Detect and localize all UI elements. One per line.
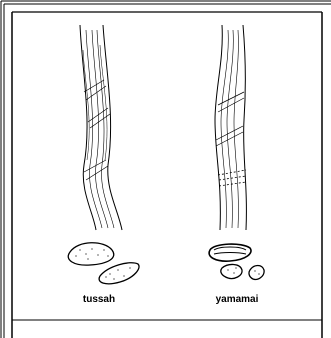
tussah-label: tussah	[83, 294, 115, 305]
yamamai-fiber-longitudinal	[215, 25, 246, 230]
tussah-cross-sections	[68, 243, 139, 284]
yamamai-label: yamamai	[216, 294, 259, 305]
yamamai-cross-sections	[209, 244, 264, 279]
tussah-fiber-longitudinal	[80, 25, 122, 230]
